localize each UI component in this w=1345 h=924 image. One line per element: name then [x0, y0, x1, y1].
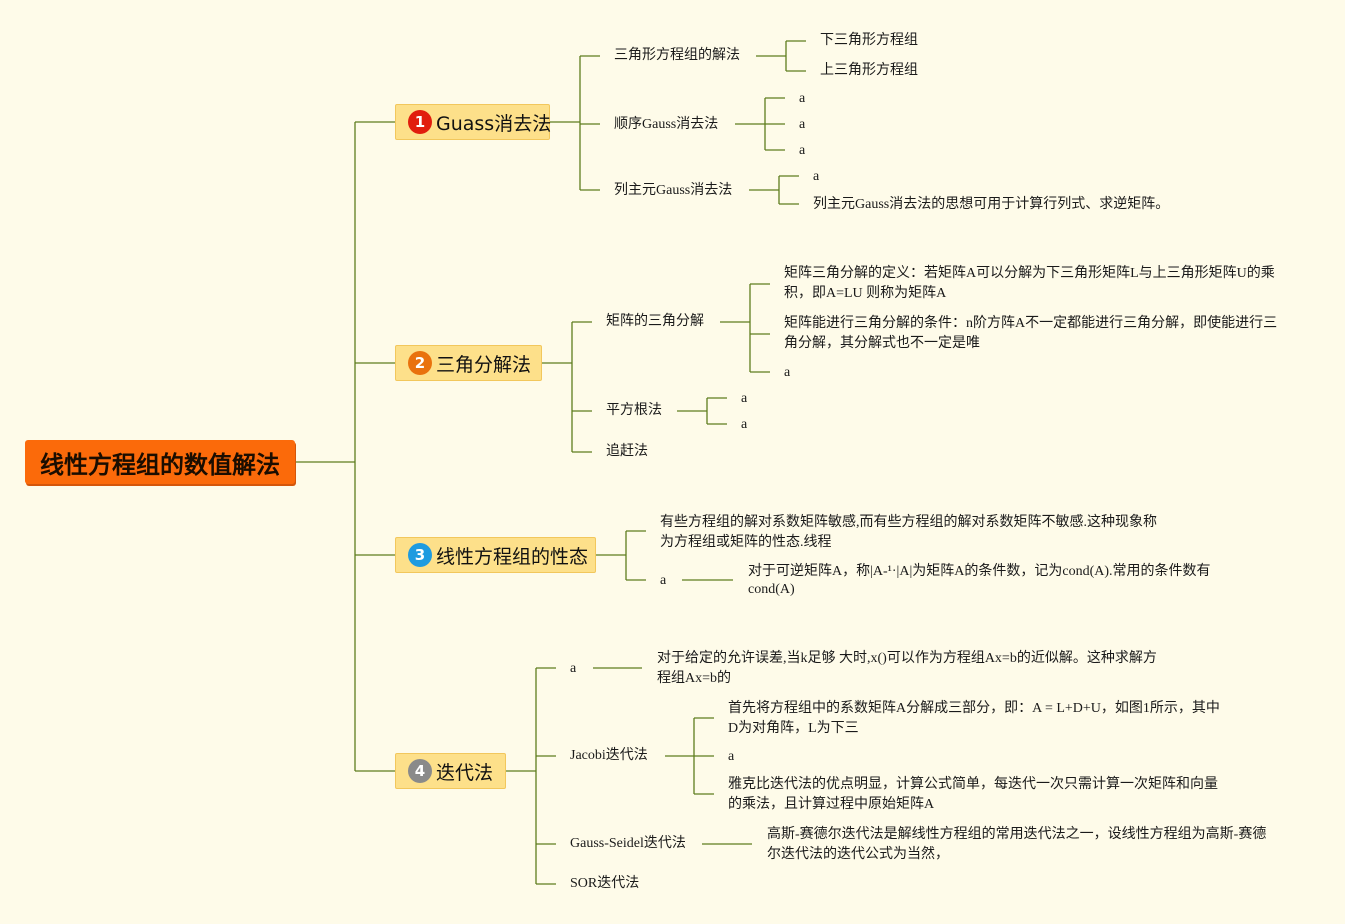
priority-1-icon: 1: [408, 110, 432, 134]
topic-lower-triangular[interactable]: 下三角形方程组: [820, 33, 918, 48]
topic-jacobi-splitting[interactable]: 首先将方程组中的系数矩阵A分解成三部分，即：A = L+D+U，如图1所示，其中…: [728, 701, 1220, 736]
topic-lu-definition[interactable]: 矩阵三角分解的定义：若矩阵A可以分解为下三角形矩阵L与上三角形矩阵U的乘积，即A…: [784, 266, 1275, 301]
topic-jacobi[interactable]: Jacobi迭代法: [570, 748, 648, 763]
topic-lu-condition[interactable]: 矩阵能进行三角分解的条件：n阶方阵A不一定都能进行三角分解，即使能进行三角分解，…: [784, 316, 1278, 351]
topic-pivot-gauss[interactable]: 列主元Gauss消去法: [614, 183, 733, 198]
branch-triangular-decomposition[interactable]: 2 三角分解法: [395, 345, 542, 381]
root-topic[interactable]: 线性方程组的数值解法: [25, 440, 295, 484]
topic-square-root[interactable]: 平方根法: [606, 403, 662, 418]
branch-gauss-elimination[interactable]: 1 Guass消去法: [395, 104, 552, 140]
topic-iteration-error[interactable]: 对于给定的允许误差,当k足够 大时,x()可以作为方程组Ax=b的近似解。这种求…: [657, 651, 1157, 686]
priority-3-icon: 3: [408, 543, 432, 567]
topic-gauss-seidel[interactable]: Gauss-Seidel迭代法: [570, 836, 686, 851]
topic-matrix-lu[interactable]: 矩阵的三角分解: [606, 314, 704, 329]
topic-leaf[interactable]: a: [813, 169, 820, 184]
topic-leaf[interactable]: a: [784, 365, 791, 380]
topic-leaf[interactable]: a: [799, 91, 806, 106]
branch-iterative-methods[interactable]: 4 迭代法: [395, 753, 506, 789]
topic-leaf[interactable]: a: [741, 391, 748, 406]
topic-leaf[interactable]: a: [741, 417, 748, 432]
topic-leaf[interactable]: a: [799, 143, 806, 158]
topic-sequential-gauss[interactable]: 顺序Gauss消去法: [614, 117, 719, 132]
topic-leaf[interactable]: a: [799, 117, 806, 132]
topic-gauss-seidel-note[interactable]: 高斯-赛德尔迭代法是解线性方程组的常用迭代法之一，设线性方程组为高斯-赛德尔迭代…: [767, 827, 1267, 862]
topic-condition-number[interactable]: 对于可逆矩阵A，称|A-¹·|A|为矩阵A的条件数，记为cond(A).常用的条…: [748, 564, 1211, 597]
branch-conditioning[interactable]: 3 线性方程组的性态: [395, 537, 596, 573]
priority-4-icon: 4: [408, 759, 432, 783]
topic-jacobi-advantages[interactable]: 雅克比迭代法的优点明显，计算公式简单，每迭代一次只需计算一次矩阵和向量的乘法，且…: [728, 777, 1218, 812]
topic-chasing-method[interactable]: 追赶法: [606, 444, 648, 459]
topic-leaf[interactable]: a: [660, 573, 667, 588]
topic-upper-triangular[interactable]: 上三角形方程组: [820, 63, 918, 78]
topic-leaf[interactable]: a: [728, 749, 735, 764]
topic-sor[interactable]: SOR迭代法: [570, 876, 640, 891]
branch-label: 线性方程组的性态: [436, 545, 589, 568]
topic-triangular-systems[interactable]: 三角形方程组的解法: [614, 48, 740, 63]
priority-2-icon: 2: [408, 351, 432, 375]
topic-leaf[interactable]: a: [570, 661, 577, 676]
topic-conditioning-definition[interactable]: 有些方程组的解对系数矩阵敏感,而有些方程组的解对系数矩阵不敏感.这种现象称为方程…: [660, 515, 1157, 550]
branch-label: 三角分解法: [436, 353, 532, 376]
topic-pivot-gauss-note[interactable]: 列主元Gauss消去法的思想可用于计算行列式、求逆矩阵。: [813, 197, 1170, 212]
branch-label: 迭代法: [436, 761, 494, 784]
branch-label: Guass消去法: [436, 112, 552, 135]
